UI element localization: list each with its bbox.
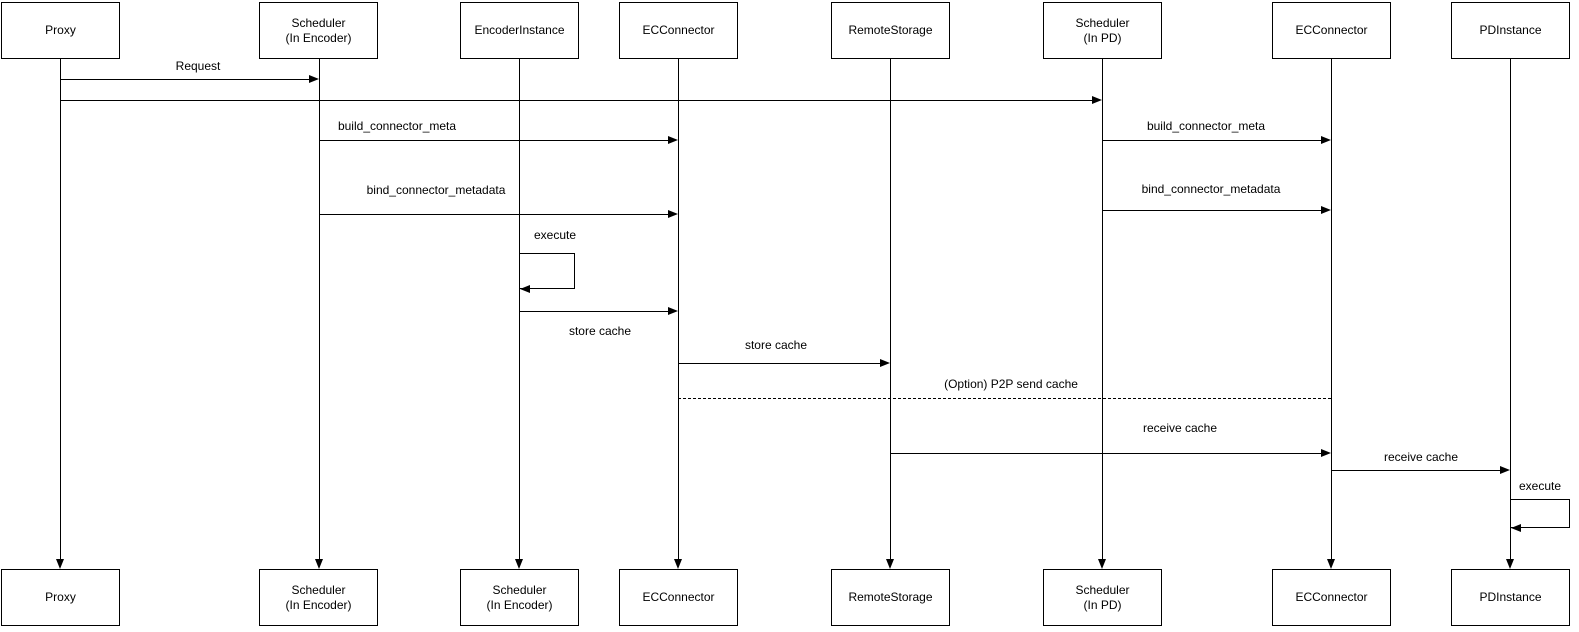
message-arrowhead-execute-encoder [520,285,530,293]
lifeline-pd-instance [1510,59,1511,559]
lifeline-proxy [60,59,61,559]
lifeline-arrowhead-ec-connector-2 [1327,559,1335,569]
message-line-p2p-send-cache [678,398,1331,399]
message-line-bind-connector-metadata-right [1102,210,1321,211]
lifeline-remote-storage [890,59,891,559]
message-line-receive-cache-2 [1331,470,1500,471]
message-line-proxy-to-scheduler-pd [60,100,1092,101]
message-label-build-connector-meta-left: build_connector_meta [335,119,459,133]
lifeline-arrowhead-scheduler-encoder [315,559,323,569]
message-arrowhead-request [309,75,319,83]
actor-box-top-scheduler-pd: Scheduler (In PD) [1043,2,1162,59]
message-line-receive-cache-1 [890,453,1321,454]
message-line-build-connector-meta-left [319,140,668,141]
actor-box-top-ec-connector-1: ECConnector [619,2,738,59]
message-line-bind-connector-metadata-left [319,214,668,215]
actor-box-bottom-scheduler-encoder: Scheduler (In Encoder) [259,569,378,626]
actor-box-bottom-pd-instance: PDInstance [1451,569,1570,626]
actor-box-top-proxy: Proxy [1,2,120,59]
actor-box-top-ec-connector-2: ECConnector [1272,2,1391,59]
message-line-store-cache-2 [678,363,880,364]
message-arrowhead-execute-pd [1511,524,1521,532]
message-label-execute-encoder: execute [531,228,579,242]
actor-box-top-pd-instance: PDInstance [1451,2,1570,59]
message-arrowhead-store-cache-2 [880,359,890,367]
lifeline-ec-connector-2 [1331,59,1332,559]
actor-box-bottom-ec-connector-2: ECConnector [1272,569,1391,626]
message-arrowhead-build-connector-meta-right [1321,136,1331,144]
lifeline-arrowhead-remote-storage [886,559,894,569]
actor-box-top-encoder-instance: EncoderInstance [460,2,579,59]
lifeline-arrowhead-scheduler-pd [1098,559,1106,569]
actor-box-top-scheduler-encoder: Scheduler (In Encoder) [259,2,378,59]
lifeline-arrowhead-encoder-instance [515,559,523,569]
actor-box-bottom-scheduler-pd: Scheduler (In PD) [1043,569,1162,626]
message-label-store-cache-2: store cache [742,338,810,352]
lifeline-arrowhead-ec-connector-1 [674,559,682,569]
lifeline-scheduler-encoder [319,59,320,559]
message-line-store-cache-1 [519,311,668,312]
message-label-build-connector-meta-right: build_connector_meta [1144,119,1268,133]
lifeline-encoder-instance [519,59,520,559]
actor-box-bottom-encoder-instance: Scheduler (In Encoder) [460,569,579,626]
message-arrowhead-build-connector-meta-left [668,136,678,144]
message-arrowhead-receive-cache-1 [1321,449,1331,457]
actor-box-bottom-proxy: Proxy [1,569,120,626]
message-label-receive-cache-2: receive cache [1381,450,1461,464]
message-label-execute-pd: execute [1516,479,1564,493]
message-line-request [60,79,309,80]
message-arrowhead-proxy-to-scheduler-pd [1092,96,1102,104]
self-loop-execute-encoder [519,253,575,289]
message-arrowhead-store-cache-1 [668,307,678,315]
message-label-store-cache-1: store cache [566,324,634,338]
message-label-bind-connector-metadata-right: bind_connector_metadata [1139,182,1283,196]
message-label-p2p-send-cache: (Option) P2P send cache [942,377,1080,391]
message-label-bind-connector-metadata-left: bind_connector_metadata [364,183,508,197]
message-arrowhead-bind-connector-metadata-right [1321,206,1331,214]
message-arrowhead-bind-connector-metadata-left [668,210,678,218]
lifeline-arrowhead-proxy [56,559,64,569]
actor-box-bottom-ec-connector-1: ECConnector [619,569,738,626]
self-loop-execute-pd [1510,499,1570,528]
actor-box-bottom-remote-storage: RemoteStorage [831,569,950,626]
lifeline-scheduler-pd [1102,59,1103,559]
message-line-build-connector-meta-right [1102,140,1321,141]
actor-box-top-remote-storage: RemoteStorage [831,2,950,59]
lifeline-ec-connector-1 [678,59,679,559]
message-label-request: Request [173,59,223,73]
message-arrowhead-receive-cache-2 [1500,466,1510,474]
message-label-receive-cache-1: receive cache [1140,421,1220,435]
lifeline-arrowhead-pd-instance [1506,559,1514,569]
